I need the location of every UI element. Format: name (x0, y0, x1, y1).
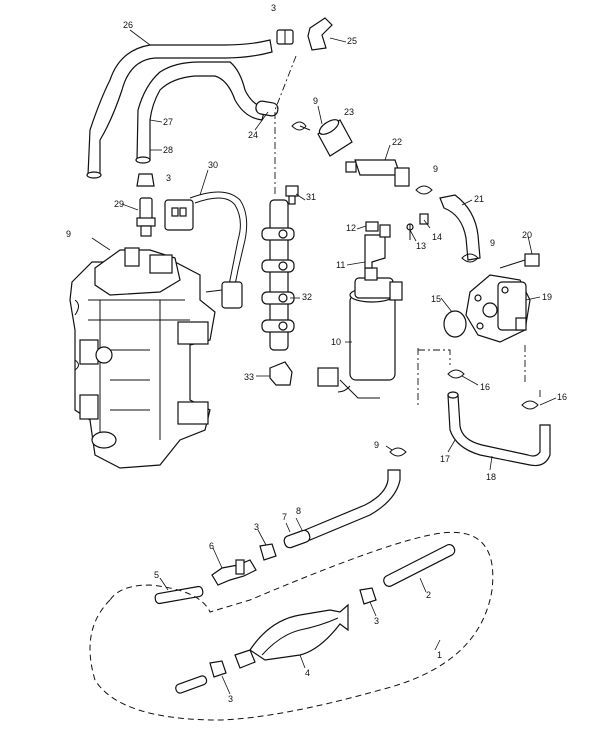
hose-27-28 (135, 61, 279, 164)
hose-8 (304, 469, 401, 541)
leader-lines (91, 29, 557, 695)
callout-23: 23 (344, 107, 354, 117)
callout-8: 8 (296, 506, 301, 516)
callout-16-left: 16 (480, 382, 490, 392)
engine-block (69, 247, 216, 469)
fitting-6 (211, 559, 257, 586)
hose-2 (383, 543, 456, 587)
callout-27: 27 (163, 117, 173, 127)
callout-19: 19 (542, 292, 552, 302)
callout-1: 1 (437, 650, 442, 660)
callout-21: 21 (474, 194, 484, 204)
wiring-harness-30 (164, 191, 248, 309)
alignment-lines-pump (417, 345, 541, 405)
hose-5 (154, 585, 204, 605)
callout-32: 32 (302, 292, 312, 302)
clamp-3-connector (259, 543, 277, 561)
callout-33: 33 (244, 372, 254, 382)
callout-11: 11 (336, 260, 345, 270)
callout-29: 29 (114, 199, 124, 209)
hose-17-18 (447, 391, 551, 467)
hose-clamp-9-right (415, 185, 433, 195)
connector-7 (283, 529, 311, 549)
washer-13-bolt-14 (406, 213, 429, 240)
hose-clamp-9-pump (461, 253, 479, 263)
callout-7: 7 (282, 512, 287, 522)
callout-14: 14 (432, 232, 442, 242)
callout-25: 25 (347, 36, 357, 46)
fitting-31 (285, 185, 299, 205)
callout-15: 15 (431, 294, 441, 304)
callout-20: 20 (522, 230, 532, 240)
callout-31: 31 (306, 192, 316, 202)
callout-9-low: 9 (374, 440, 379, 450)
bolt-20 (499, 253, 540, 269)
callout-28: 28 (163, 145, 173, 155)
fuel-pump-19 (465, 274, 531, 343)
clamp-3-primer-right (359, 587, 377, 605)
callout-9-top: 9 (313, 96, 318, 106)
callout-26: 26 (123, 20, 133, 30)
hose-clamp-9-low (389, 447, 407, 457)
clamp-3-top (276, 29, 294, 45)
callout-22: 22 (392, 137, 402, 147)
fitting-22 (345, 159, 410, 187)
callout-18: 18 (486, 472, 496, 482)
callout-30: 30 (208, 160, 218, 170)
fitting-33 (269, 361, 293, 386)
callout-12: 12 (346, 223, 356, 233)
hose-clamp-16-right (521, 400, 539, 410)
primer-bulb-4 (234, 603, 349, 669)
fuel-rail-32 (261, 199, 295, 351)
callout-9-pump: 9 (490, 238, 495, 248)
callout-3-top: 3 (271, 3, 276, 13)
callout-9-right: 9 (433, 164, 438, 174)
hose-end-lower (175, 675, 208, 694)
hose-clamp-16-left (447, 369, 465, 379)
callout-4: 4 (305, 668, 310, 678)
elbow-fitting-25 (307, 17, 333, 51)
callout-13: 13 (416, 241, 426, 251)
callout-17: 17 (440, 454, 450, 464)
callout-3-primer-right: 3 (374, 616, 379, 626)
fuel-line-1-outline (89, 531, 494, 721)
fitting-29 (136, 197, 156, 237)
callout-9-left: 9 (66, 229, 71, 239)
clamp-3-mid (136, 173, 155, 187)
fuel-filter-10 (317, 267, 403, 399)
bracket-11 (364, 224, 391, 269)
callout-2: 2 (426, 590, 431, 600)
hose-clamp-9-top (291, 121, 311, 131)
o-ring-15 (443, 310, 467, 338)
callout-6: 6 (209, 541, 214, 551)
hose-26 (86, 39, 273, 179)
callout-10: 10 (331, 337, 341, 347)
callout-3-primer-left: 3 (228, 694, 233, 704)
alignment-line-24 (274, 55, 297, 195)
clamp-3-primer-left (209, 660, 227, 678)
callout-5: 5 (154, 570, 159, 580)
hose-23 (317, 119, 353, 157)
callout-3-connector: 3 (254, 522, 259, 532)
nut-12 (365, 221, 379, 232)
callout-3-mid: 3 (166, 173, 171, 183)
hose-21 (439, 194, 481, 261)
callout-24: 24 (248, 130, 258, 140)
callout-16-right: 16 (557, 392, 567, 402)
